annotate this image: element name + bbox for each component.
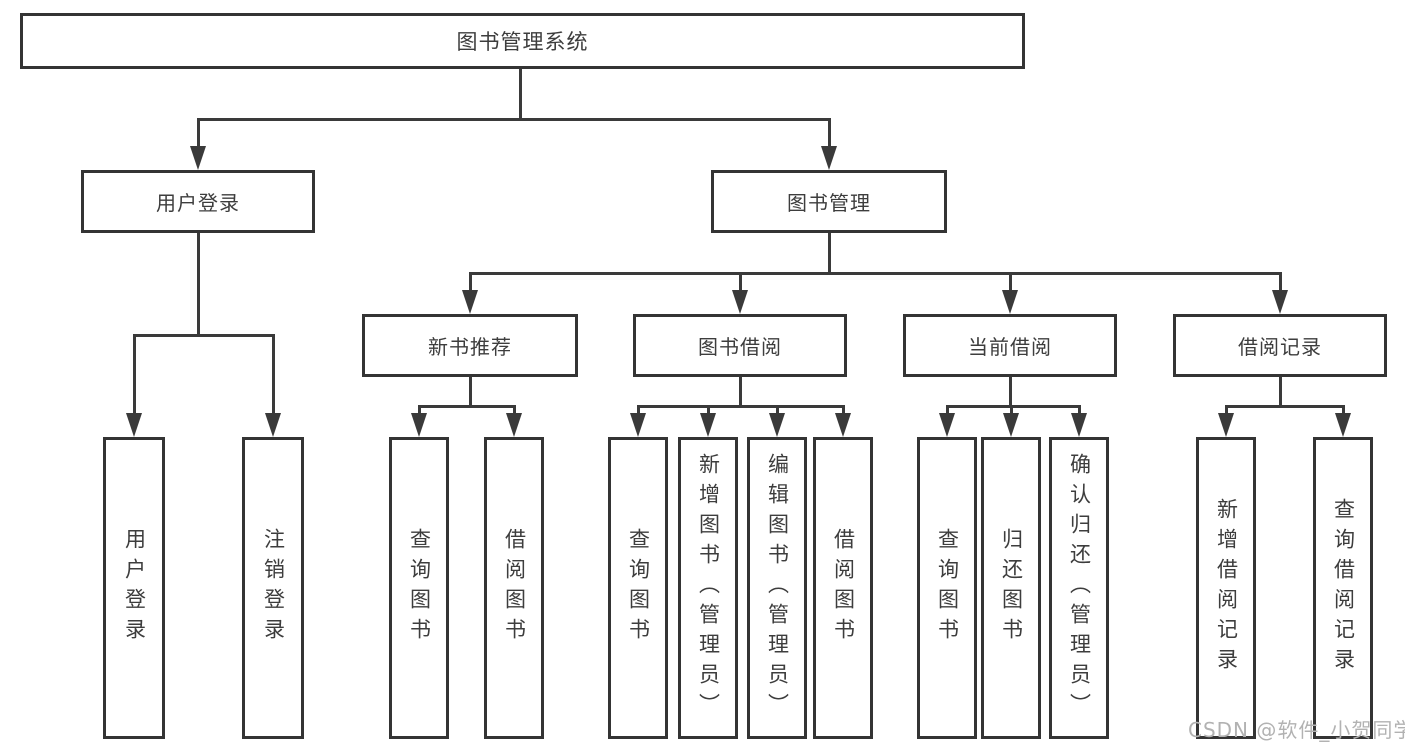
connector-leaf11-shaft xyxy=(1078,405,1081,415)
connector-leaf1-shaft xyxy=(133,334,136,414)
arrowhead-leaf4 xyxy=(506,413,522,437)
leaf-logout-label: 注销登录 xyxy=(261,528,286,648)
leaf-edit-book-admin-label: 编辑图书（管理员） xyxy=(765,453,790,723)
leaf-query-books-1: 查询图书 xyxy=(389,437,449,739)
connector-currentborrow-shaft xyxy=(1009,272,1012,292)
connector-leaf7-shaft xyxy=(776,405,779,415)
connector-leaf6-shaft xyxy=(707,405,710,415)
connector-currentborrow-bar xyxy=(946,405,1081,408)
leaf-confirm-return-admin-label: 确认归还（管理员） xyxy=(1067,453,1092,723)
node-borrow-records: 借阅记录 xyxy=(1173,314,1387,377)
connector-userlogin-shaft xyxy=(197,118,200,148)
arrowhead-leaf6 xyxy=(700,413,716,437)
connector-newbook-stem xyxy=(469,377,472,407)
leaf-query-borrow-record-label: 查询借阅记录 xyxy=(1331,498,1356,678)
connector-bookborrow-bar xyxy=(637,405,845,408)
leaf-return-book-label: 归还图书 xyxy=(999,528,1024,648)
arrowhead-leaf9 xyxy=(939,413,955,437)
arrowhead-leaf13 xyxy=(1335,413,1351,437)
arrowhead-currentborrow xyxy=(1002,290,1018,314)
arrowhead-newbook xyxy=(462,290,478,314)
node-user-login-label: 用户登录 xyxy=(156,191,240,215)
arrowhead-leaf7 xyxy=(769,413,785,437)
arrowhead-userlogin xyxy=(190,146,206,170)
connector-leaf13-shaft xyxy=(1342,405,1345,415)
arrowhead-leaf11 xyxy=(1071,413,1087,437)
leaf-query-books-2-label: 查询图书 xyxy=(626,528,651,648)
leaf-query-books-2: 查询图书 xyxy=(608,437,668,739)
node-book-borrow: 图书借阅 xyxy=(633,314,847,377)
connector-leaf9-shaft xyxy=(946,405,949,415)
leaf-logout: 注销登录 xyxy=(242,437,304,739)
connector-leaf4-shaft xyxy=(513,405,516,415)
node-root: 图书管理系统 xyxy=(20,13,1025,69)
leaf-borrow-books-2: 借阅图书 xyxy=(813,437,873,739)
csdn-watermark: CSDN @软件_小贺同学 xyxy=(1188,718,1405,742)
node-current-borrow-label: 当前借阅 xyxy=(968,335,1052,359)
connector-root-stem xyxy=(519,69,522,120)
connector-bookmgmt-shaft xyxy=(828,118,831,148)
leaf-add-book-admin: 新增图书（管理员） xyxy=(678,437,738,739)
leaf-return-book: 归还图书 xyxy=(981,437,1041,739)
arrowhead-leaf5 xyxy=(630,413,646,437)
node-book-management-label: 图书管理 xyxy=(787,191,871,215)
node-user-login: 用户登录 xyxy=(81,170,315,233)
arrowhead-leaf12 xyxy=(1218,413,1234,437)
connector-bookmgmt-stem xyxy=(828,233,831,274)
leaf-user-login-label: 用户登录 xyxy=(122,528,147,648)
connector-bookborrow-shaft xyxy=(739,272,742,292)
connector-borrowrecords-bar xyxy=(1225,405,1345,408)
leaf-query-books-3: 查询图书 xyxy=(917,437,977,739)
leaf-query-borrow-record: 查询借阅记录 xyxy=(1313,437,1373,739)
arrowhead-leaf8 xyxy=(835,413,851,437)
node-root-label: 图书管理系统 xyxy=(456,30,589,54)
leaf-query-books-1-label: 查询图书 xyxy=(407,528,432,648)
arrowhead-leaf1 xyxy=(126,413,142,437)
leaf-borrow-books-2-label: 借阅图书 xyxy=(831,528,856,648)
connector-borrowrecords-stem xyxy=(1279,377,1282,407)
arrowhead-leaf2 xyxy=(265,413,281,437)
arrowhead-bookborrow xyxy=(732,290,748,314)
connector-leaf5-shaft xyxy=(637,405,640,415)
connector-bookmgmt-bar xyxy=(469,272,1282,275)
node-book-management: 图书管理 xyxy=(711,170,947,233)
leaf-add-borrow-record-label: 新增借阅记录 xyxy=(1214,498,1239,678)
connector-leaf12-shaft xyxy=(1225,405,1228,415)
connector-borrowrecords-shaft xyxy=(1279,272,1282,292)
connector-leaf8-shaft xyxy=(842,405,845,415)
leaf-borrow-books-1-label: 借阅图书 xyxy=(502,528,527,648)
connector-newbook-shaft xyxy=(469,272,472,292)
connector-leaf3-shaft xyxy=(418,405,421,415)
connector-leaf2-shaft xyxy=(272,334,275,414)
leaf-edit-book-admin: 编辑图书（管理员） xyxy=(747,437,807,739)
node-new-book-recommend: 新书推荐 xyxy=(362,314,578,377)
leaf-add-book-admin-label: 新增图书（管理员） xyxy=(696,453,721,723)
connector-root-bar xyxy=(197,118,831,121)
leaf-add-borrow-record: 新增借阅记录 xyxy=(1196,437,1256,739)
connector-userlogin-stem xyxy=(197,233,200,336)
leaf-confirm-return-admin: 确认归还（管理员） xyxy=(1049,437,1109,739)
leaf-borrow-books-1: 借阅图书 xyxy=(484,437,544,739)
connector-newbook-bar xyxy=(418,405,516,408)
connector-leaf10-shaft xyxy=(1010,405,1013,415)
arrowhead-leaf10 xyxy=(1003,413,1019,437)
leaf-query-books-3-label: 查询图书 xyxy=(935,528,960,648)
connector-currentborrow-stem xyxy=(1009,377,1012,407)
arrowhead-leaf3 xyxy=(411,413,427,437)
leaf-user-login: 用户登录 xyxy=(103,437,165,739)
arrowhead-borrowrecords xyxy=(1272,290,1288,314)
node-new-book-recommend-label: 新书推荐 xyxy=(428,335,512,359)
connector-bookborrow-stem xyxy=(739,377,742,407)
node-book-borrow-label: 图书借阅 xyxy=(698,335,782,359)
node-current-borrow: 当前借阅 xyxy=(903,314,1117,377)
node-borrow-records-label: 借阅记录 xyxy=(1238,335,1322,359)
arrowhead-bookmgmt xyxy=(821,146,837,170)
connector-userlogin-bar xyxy=(133,334,275,337)
